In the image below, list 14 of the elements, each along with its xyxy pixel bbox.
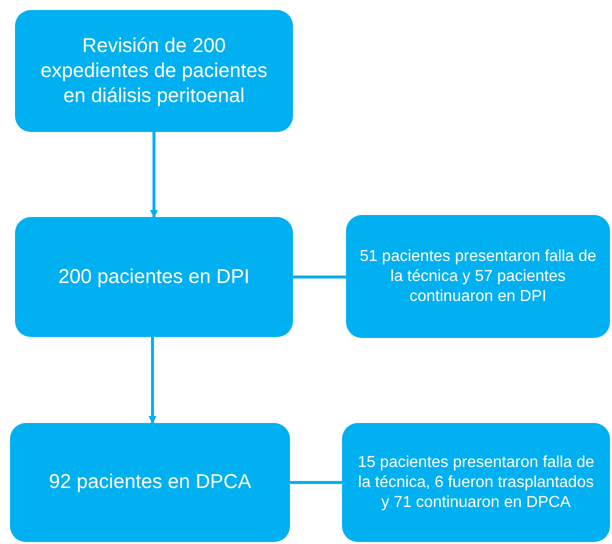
process-box — [15, 217, 293, 337]
box-text: 15 pacientes presentaron falla de la técnica, 6 fueron trasplantados y 71 continuaron en DPCA — [356, 452, 596, 512]
process-box — [342, 423, 610, 542]
process-box — [346, 215, 610, 338]
connector-line — [293, 276, 346, 278]
arrow — [150, 132, 158, 218]
arrow — [148, 337, 156, 424]
process-box — [15, 10, 293, 132]
box-text: 92 pacientes en DPCA — [48, 470, 252, 495]
box-text: 51 pacientes presentaron falla de la técnica y 57 pacientes continuaron en DPI — [358, 246, 598, 306]
process-box — [10, 423, 290, 542]
box-text: 200 pacientes en DPI — [58, 264, 250, 290]
box-text: Revisión de 200 expedientes de pacientes en diálisis peritoenal — [40, 34, 268, 108]
connector-line — [290, 481, 342, 484]
